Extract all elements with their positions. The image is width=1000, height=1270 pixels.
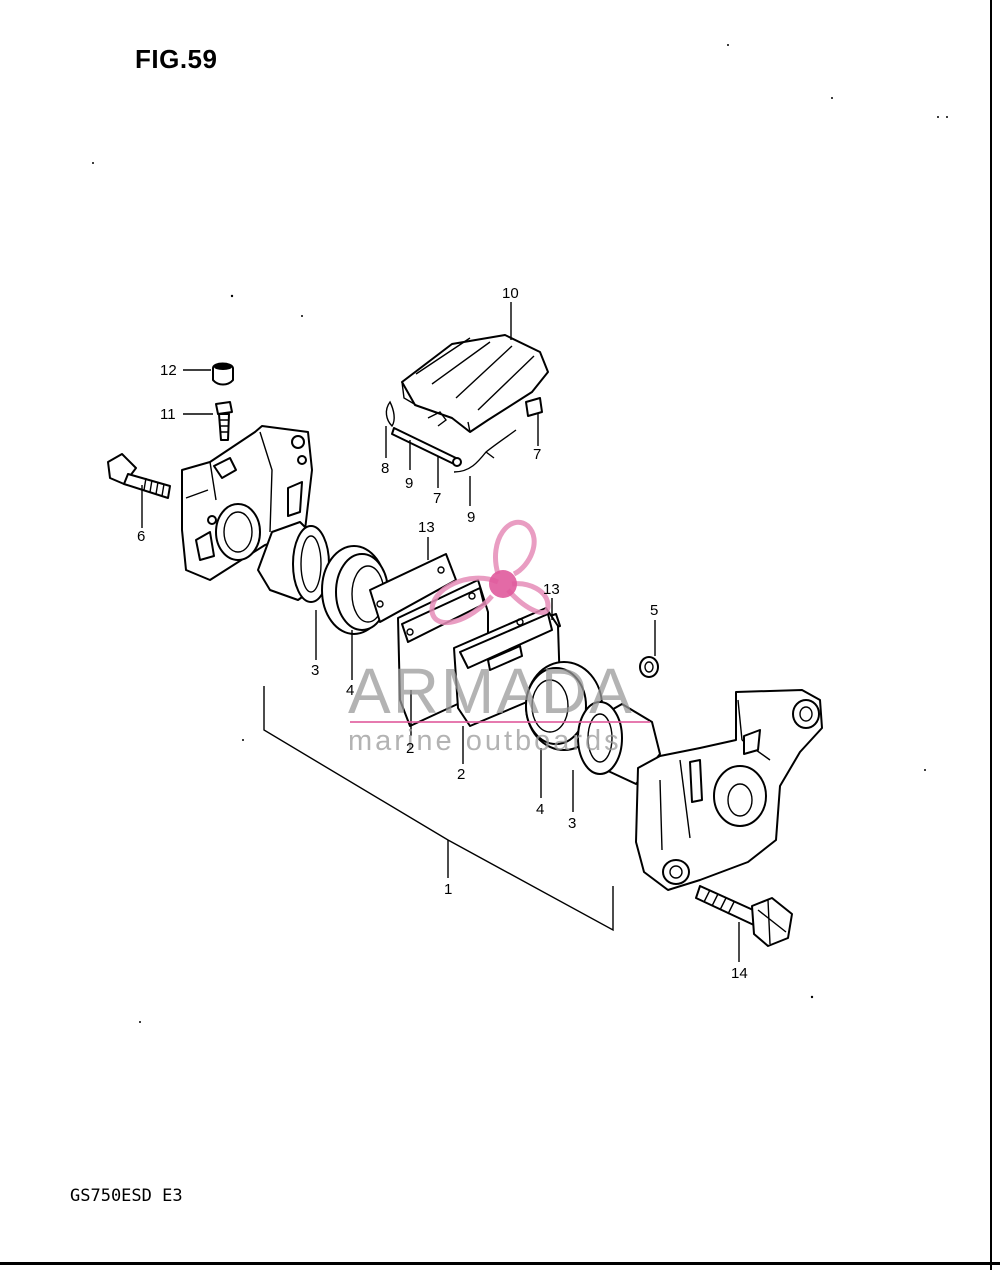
callout-13a: 13 (418, 519, 435, 536)
callout-2b: 2 (457, 766, 465, 783)
callout-4a: 4 (346, 682, 354, 699)
callout-9b: 9 (467, 509, 475, 526)
callout-14: 14 (731, 965, 748, 982)
piston-left-part (257, 521, 330, 603)
callout-13b: 13 (543, 581, 560, 598)
caliper-right-half-part (635, 689, 823, 891)
scan-specks (92, 44, 948, 1023)
piston-seal-left-part (321, 545, 389, 635)
callout-4b: 4 (536, 801, 544, 818)
watermark-tagline: marine outboards (348, 725, 622, 757)
callout-labels: 10 12 11 6 8 9 7 9 7 13 13 3 4 5 2 2 4 3… (137, 285, 748, 982)
caliper-bolt-part (107, 453, 171, 499)
watermark-brand: ARMADA (348, 655, 634, 727)
page-border-bottom (0, 1262, 1000, 1265)
pad-pin-part (391, 427, 462, 467)
callout-3b: 3 (568, 815, 576, 832)
callout-1: 1 (444, 881, 452, 898)
bleeder-valve-part (215, 401, 233, 441)
assembly-bracket (263, 686, 614, 932)
callout-9a: 9 (405, 475, 413, 492)
callout-8: 8 (381, 460, 389, 477)
callout-5: 5 (650, 602, 658, 619)
callout-10: 10 (502, 285, 519, 302)
pad-cover-part (401, 334, 549, 433)
washer-part (639, 656, 659, 678)
callout-11: 11 (160, 406, 176, 423)
page-border-right (990, 0, 992, 1270)
callout-3a: 3 (311, 662, 319, 679)
bleeder-cap-part (212, 362, 234, 386)
watermark: ARMADA marine outboards (348, 519, 650, 757)
propeller-logo-icon (429, 519, 551, 625)
clip-part (385, 400, 395, 428)
figure-title: FIG.59 (135, 44, 218, 74)
callout-2a: 2 (406, 740, 414, 757)
model-code: GS750ESD E3 (70, 1186, 183, 1206)
callout-7b: 7 (533, 446, 541, 463)
callout-12: 12 (160, 362, 177, 379)
callout-7a: 7 (433, 490, 441, 507)
mounting-bolt-part (695, 885, 793, 947)
callout-6: 6 (137, 528, 145, 545)
leader-lines (141, 302, 740, 962)
caliper-left-half-part (181, 425, 313, 581)
pad-spring-part (427, 411, 517, 473)
